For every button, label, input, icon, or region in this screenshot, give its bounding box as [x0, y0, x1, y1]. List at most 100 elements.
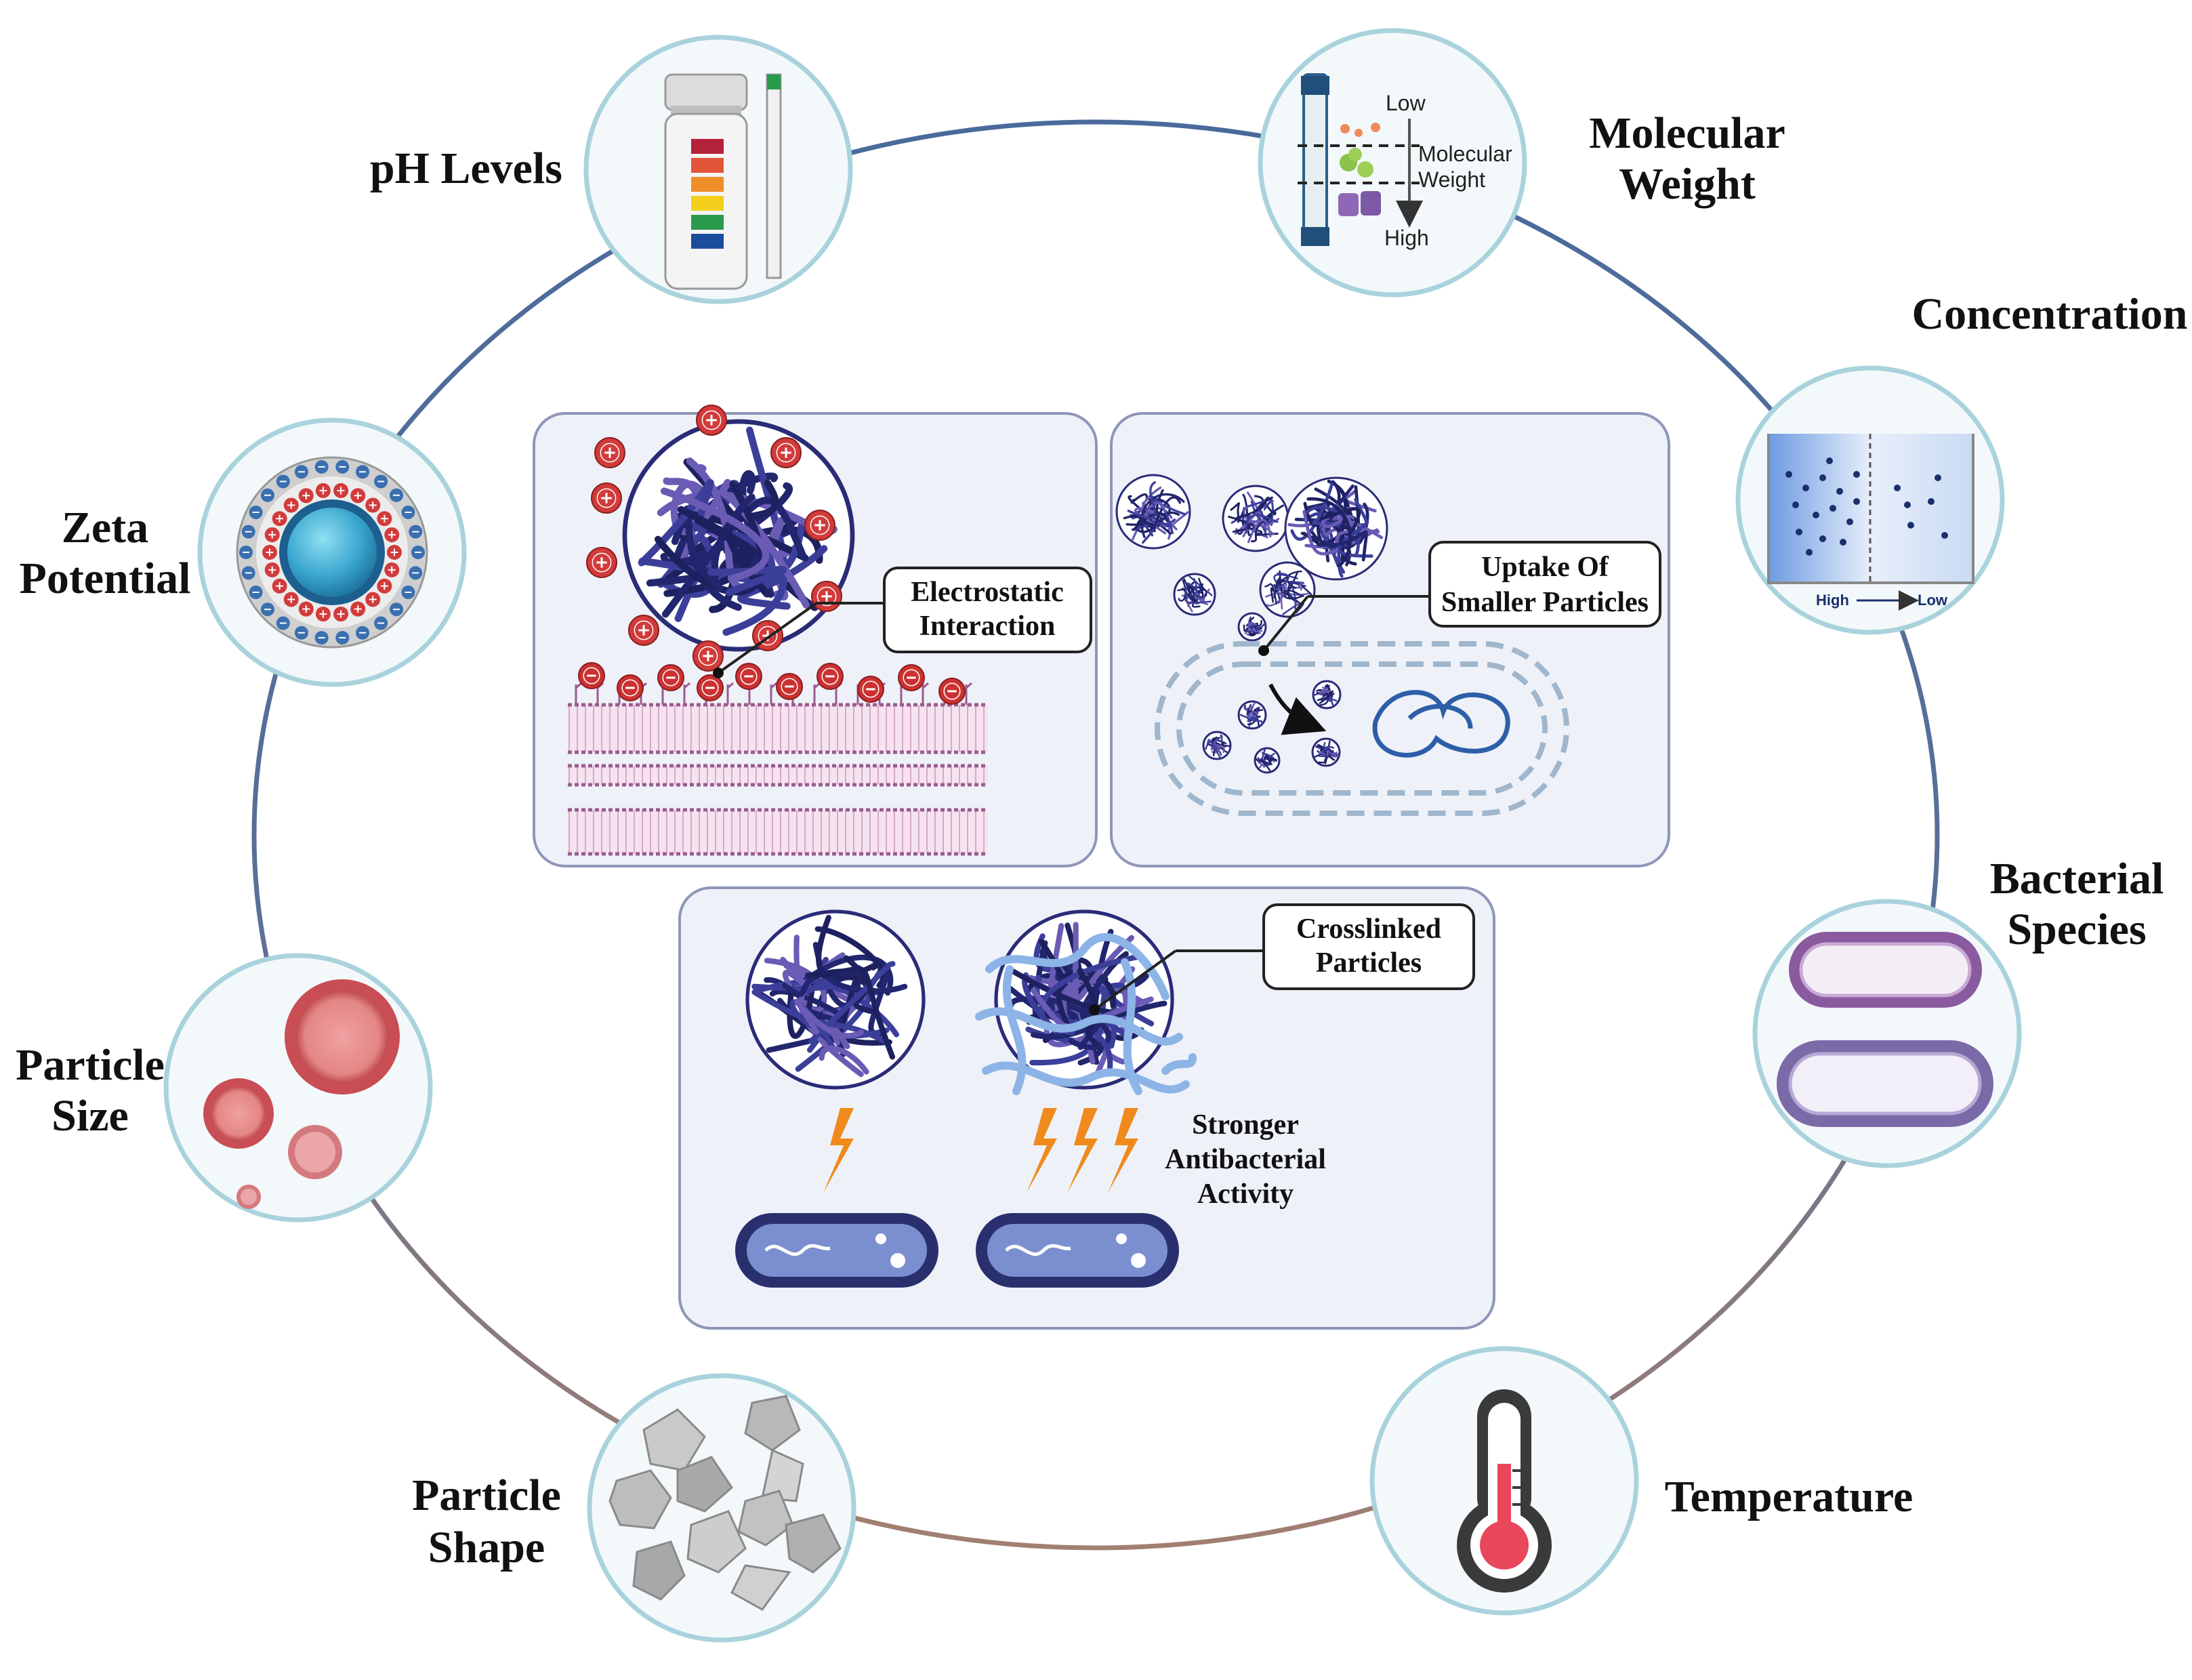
concentration-gradient-icon: High Low — [1767, 434, 1974, 611]
uptake-panel: Uptake Of Smaller Particles — [1110, 412, 1670, 867]
size-node — [163, 953, 433, 1223]
ph-label: pH Levels — [370, 144, 562, 193]
uptake-text-1: Uptake Of — [1481, 552, 1609, 583]
zeta-positive-charge — [387, 545, 402, 560]
zeta-positive-charge — [264, 562, 280, 577]
polymer-particle — [1312, 680, 1342, 710]
thermometer-icon — [1457, 1389, 1552, 1593]
positive-charge — [692, 640, 724, 672]
factor-ring — [251, 119, 1940, 1551]
zeta-negative-charge — [409, 566, 423, 580]
crosslinked-text-1: Crosslinked — [1296, 914, 1441, 945]
polymer-particle — [1254, 747, 1281, 774]
negative-charge — [617, 674, 644, 701]
zeta-negative-charge — [249, 586, 263, 600]
bacteria-label-1: Bacterial — [1990, 854, 2164, 903]
positive-charge — [628, 615, 659, 646]
zeta-negative-charge — [401, 586, 415, 600]
zeta-positive-charge — [283, 497, 299, 513]
shape-node — [587, 1373, 856, 1643]
zeta-positive-charge — [315, 483, 331, 498]
polymer-particle — [1173, 573, 1216, 616]
zeta-negative-charge — [276, 616, 290, 630]
zeta-negative-charge — [260, 488, 274, 502]
zeta-positive-charge — [298, 488, 314, 504]
zeta-negative-charge — [239, 546, 253, 559]
size-exclusion-column-icon: Low Molecular Weight High — [1298, 73, 1512, 250]
mw-icon-low: Low — [1386, 91, 1426, 115]
zeta-negative-charge — [356, 626, 370, 640]
polymer-particle — [1237, 700, 1267, 730]
zeta-positive-charge — [333, 607, 349, 622]
mw-icon-text-1: Molecular — [1418, 142, 1512, 166]
electrostatic-text-2: Interaction — [919, 611, 1056, 642]
electrostatic-callout — [883, 567, 1092, 653]
positive-charges — [586, 405, 842, 672]
negative-charge — [697, 674, 724, 701]
zeta-negative-charge — [335, 459, 350, 474]
zeta-positive-charge — [384, 527, 400, 543]
zeta-negative-charge — [294, 465, 308, 479]
negative-charges — [578, 662, 966, 705]
zeta-positive-charge — [377, 578, 392, 594]
negative-charge — [816, 663, 844, 690]
zeta-positive-charge — [262, 545, 277, 560]
positive-charge — [591, 483, 622, 514]
zeta-negative-charge — [314, 631, 329, 645]
ph-test-strip-icon — [664, 73, 782, 290]
positive-charge — [770, 437, 802, 468]
stronger-text-1: Stronger — [1192, 1109, 1299, 1141]
negative-charge — [898, 664, 925, 691]
zeta-negative-charge — [409, 525, 423, 539]
bacterial-cell-outline — [1155, 641, 1569, 816]
conc-icon-low: Low — [1918, 592, 1948, 609]
electrostatic-panel: Electrostatic Interaction — [533, 405, 1098, 867]
negative-charge — [735, 663, 762, 690]
zeta-negative-charge — [294, 626, 308, 640]
polymer-particle — [1115, 474, 1191, 550]
mw-node: Low Molecular Weight High — [1258, 28, 1527, 298]
zeta-negative-charge — [260, 602, 274, 617]
negative-charge — [578, 662, 605, 689]
positive-charge — [804, 510, 835, 541]
crosslink-strands — [975, 933, 1197, 1095]
zeta-label-1: Zeta — [62, 503, 148, 552]
mw-label-1: Molecular — [1589, 108, 1785, 158]
ph-node — [583, 35, 853, 304]
temperature-node — [1369, 1346, 1639, 1616]
zeta-positive-charge — [384, 562, 400, 577]
mw-icon-high: High — [1384, 226, 1429, 250]
conc-icon-high: High — [1816, 592, 1849, 609]
lightning-bolts — [823, 1108, 1138, 1193]
polymer-particle — [1284, 476, 1388, 581]
zeta-negative-charge — [335, 631, 350, 645]
shape-label-2: Shape — [428, 1523, 545, 1572]
zeta-negative-charge — [314, 459, 329, 474]
mw-label-2: Weight — [1619, 159, 1756, 209]
bacteria-node — [1752, 899, 2022, 1168]
concentration-node: High Low — [1735, 365, 2005, 635]
small-polymer-balls — [1115, 474, 1388, 774]
temperature-label: Temperature — [1665, 1472, 1914, 1521]
bacteria-label-2: Species — [2007, 905, 2146, 954]
zeta-positive-charge — [264, 527, 280, 543]
polyhedral-particles-icon — [608, 1395, 842, 1611]
mw-icon-text-2: Weight — [1418, 167, 1485, 192]
zeta-positive-charge — [365, 592, 381, 607]
zeta-positive-charge — [283, 592, 299, 607]
charged-particle-icon — [236, 456, 428, 649]
crosslinked-text-2: Particles — [1316, 947, 1422, 979]
zeta-negative-charge — [249, 505, 263, 519]
negative-charge — [776, 673, 803, 700]
zeta-positive-charge — [365, 497, 381, 513]
zeta-positive-charge — [350, 488, 366, 504]
plain-polymer-ball — [745, 909, 926, 1090]
zeta-negative-charge — [374, 474, 388, 489]
zeta-negative-charge — [356, 465, 370, 479]
polymer-particle — [1237, 612, 1267, 642]
bacterium-left-icon — [735, 1213, 938, 1288]
size-label-1: Particle — [16, 1040, 165, 1090]
concentration-label: Concentration — [1912, 289, 2188, 339]
zeta-negative-charge — [276, 474, 290, 489]
